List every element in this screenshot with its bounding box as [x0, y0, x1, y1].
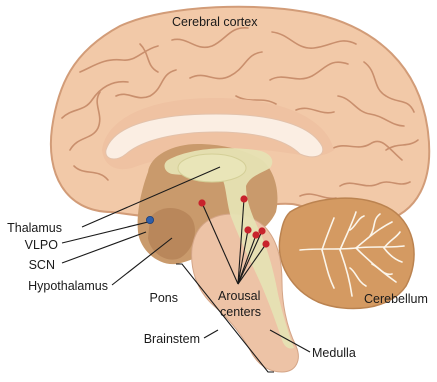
arousal-center-dot	[244, 226, 251, 233]
label-hypothalamus: Hypothalamus	[28, 279, 108, 293]
arousal-center-dot	[262, 240, 269, 247]
label-medulla: Medulla	[312, 346, 356, 360]
vlpo-leader	[62, 222, 148, 243]
scn-leader	[62, 232, 146, 263]
scn-dot	[146, 216, 153, 223]
brainstem-leader	[204, 330, 218, 338]
label-pons: Pons	[150, 291, 179, 305]
label-brainstem: Brainstem	[144, 332, 200, 346]
label-cerebellum: Cerebellum	[364, 292, 428, 306]
thalamus-structure	[178, 154, 246, 182]
label-thalamus: Thalamus	[7, 221, 62, 235]
label-cerebral-cortex: Cerebral cortex	[172, 15, 258, 29]
label-arousal-centers-line2: centers	[220, 305, 261, 319]
arousal-center-dot	[252, 231, 259, 238]
arousal-center-dot	[240, 195, 247, 202]
label-scn: SCN	[29, 258, 55, 272]
label-arousal-centers-line1: Arousal	[218, 289, 260, 303]
arousal-center-dot	[198, 199, 205, 206]
label-vlpo: VLPO	[25, 238, 59, 252]
arousal-center-dot	[258, 227, 265, 234]
